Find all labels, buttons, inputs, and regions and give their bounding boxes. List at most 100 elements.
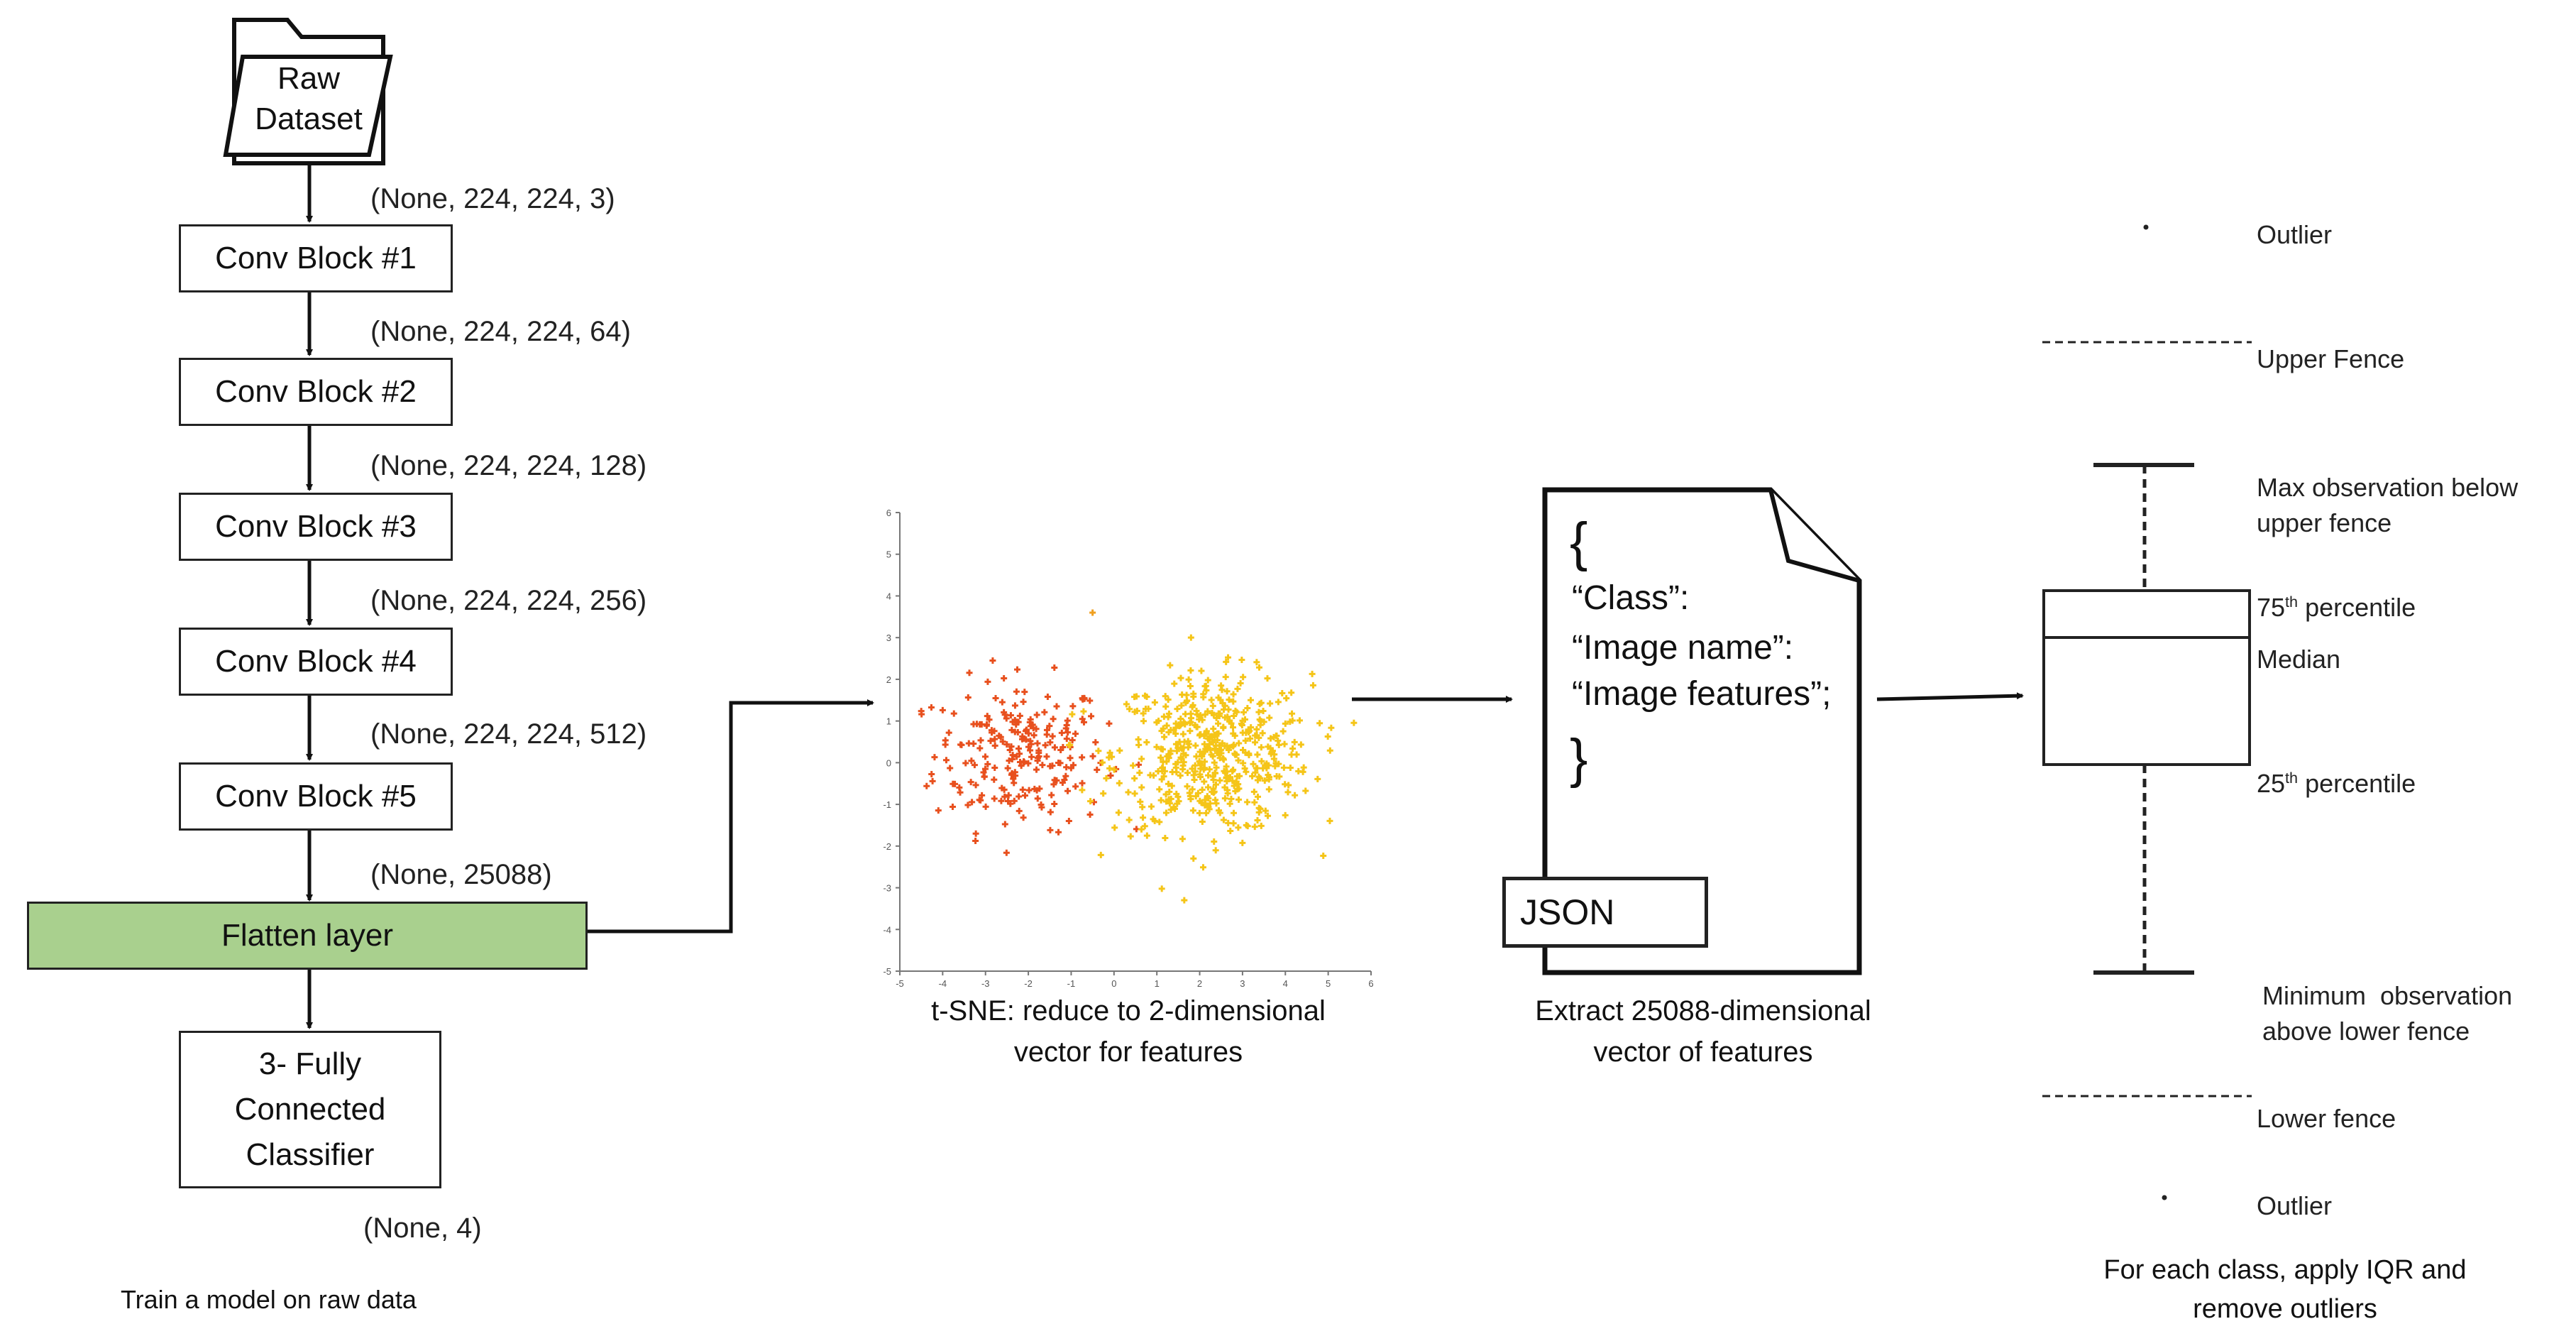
scatter-point [972, 782, 979, 789]
scatter-point [1063, 735, 1070, 743]
scatter-point [1035, 747, 1042, 754]
scatter-point [1172, 724, 1179, 731]
scatter-point [1125, 816, 1133, 823]
scatter-point [1106, 749, 1113, 756]
box-plot [2042, 224, 2252, 1200]
scatter-point [1015, 793, 1023, 800]
scatter-point [1314, 775, 1321, 782]
scatter-point [1150, 816, 1157, 823]
scatter-point [1057, 760, 1064, 767]
scatter-point [1257, 718, 1265, 725]
scatter-point [1187, 719, 1194, 726]
y-tick-label: -5 [883, 966, 891, 977]
scatter-point [1013, 688, 1020, 695]
scatter-point [966, 669, 973, 677]
scatter-point [1163, 722, 1170, 729]
scatter-point [1103, 775, 1110, 782]
scatter-point [1261, 777, 1268, 784]
scatter-point [1043, 753, 1050, 760]
scatter-point [1225, 706, 1232, 713]
scatter-point [1209, 752, 1216, 760]
scatter-point [939, 706, 946, 713]
raw-label-line2: Dataset [255, 102, 363, 137]
scatter-point [1059, 744, 1067, 750]
scatter-point [1240, 674, 1247, 681]
scatter-point [1266, 714, 1273, 721]
scatter-point [1004, 765, 1011, 772]
scatter-point [1001, 821, 1008, 828]
conv-block-5-label: Conv Block #5 [215, 779, 417, 814]
scatter-point [1025, 787, 1033, 794]
scatter-point [1350, 719, 1358, 726]
scatter-point [1205, 772, 1212, 779]
x-tick-label: 0 [1111, 978, 1116, 989]
scatter-point [1001, 786, 1008, 793]
scatter-point [1212, 847, 1219, 854]
raw-dataset-label: Raw Dataset [234, 58, 383, 139]
scatter-point [991, 795, 998, 802]
scatter-point [981, 753, 989, 760]
scatter-point [1046, 723, 1053, 730]
scatter-point [1069, 711, 1076, 718]
outlier-bottom-marker [2162, 1195, 2167, 1200]
scatter-point [1137, 798, 1144, 805]
y-tick-label: -4 [883, 924, 891, 935]
y-tick-label: 1 [886, 716, 891, 727]
scatter-point [1187, 796, 1194, 803]
scatter-point [1246, 728, 1253, 735]
scatter-point [1263, 765, 1270, 772]
scatter-point [1199, 753, 1206, 760]
shape-label-block5: (None, 25088) [370, 859, 552, 890]
scatter-point [1275, 699, 1282, 706]
scatter-point [1170, 804, 1177, 811]
scatter-point [1003, 741, 1011, 748]
scatter-point [1058, 729, 1065, 736]
scatter-point [1157, 797, 1165, 804]
scatter-point [1198, 762, 1205, 769]
scatter-point [984, 713, 991, 720]
scatter-point [982, 803, 989, 810]
scatter-point [1021, 689, 1028, 696]
scatter-point [1218, 746, 1225, 753]
scatter-point [1184, 738, 1191, 745]
p75-number: 75 [2257, 593, 2286, 622]
scatter-point [1253, 732, 1260, 739]
label-lower-fence: Lower fence [2257, 1104, 2396, 1133]
scatter-point [1211, 788, 1218, 795]
scatter-point [1003, 849, 1010, 856]
scatter-point [1252, 739, 1259, 746]
scatter-point [1205, 804, 1212, 811]
scatter-point [1142, 706, 1149, 713]
scatter-point [1276, 773, 1283, 780]
scatter-point [1257, 775, 1264, 782]
scatter-point [1138, 784, 1145, 791]
scatter-point [1131, 694, 1138, 701]
scatter-point [1044, 693, 1051, 700]
scatter-point [1116, 779, 1123, 787]
scatter-point [977, 737, 984, 744]
x-tick-label: 4 [1283, 978, 1288, 989]
scatter-point [1042, 742, 1049, 749]
scatter-point [1143, 739, 1150, 746]
scatter-point [1199, 818, 1206, 825]
scatter-point [1143, 832, 1150, 839]
scatter-point [972, 838, 979, 845]
scatter-point [1016, 750, 1023, 757]
scatter-point [1106, 720, 1113, 727]
scatter-point [1005, 792, 1012, 799]
scatter-point [1063, 764, 1070, 771]
x-tick-label: -1 [1067, 978, 1076, 989]
scatter-point [1049, 733, 1056, 740]
scatter-point [1203, 729, 1210, 735]
scatter-point [1050, 716, 1057, 723]
scatter-point [1037, 801, 1045, 808]
scatter-point [1193, 753, 1200, 760]
scatter-point [1225, 654, 1232, 661]
tsne-caption-line2: vector for features [1013, 1036, 1243, 1068]
scatter-point [1088, 713, 1095, 720]
scatter-point [1087, 798, 1094, 805]
scatter-point [1162, 798, 1169, 805]
scatter-point [1007, 800, 1014, 807]
scatter-point [998, 699, 1006, 706]
scatter-point [1156, 786, 1163, 793]
